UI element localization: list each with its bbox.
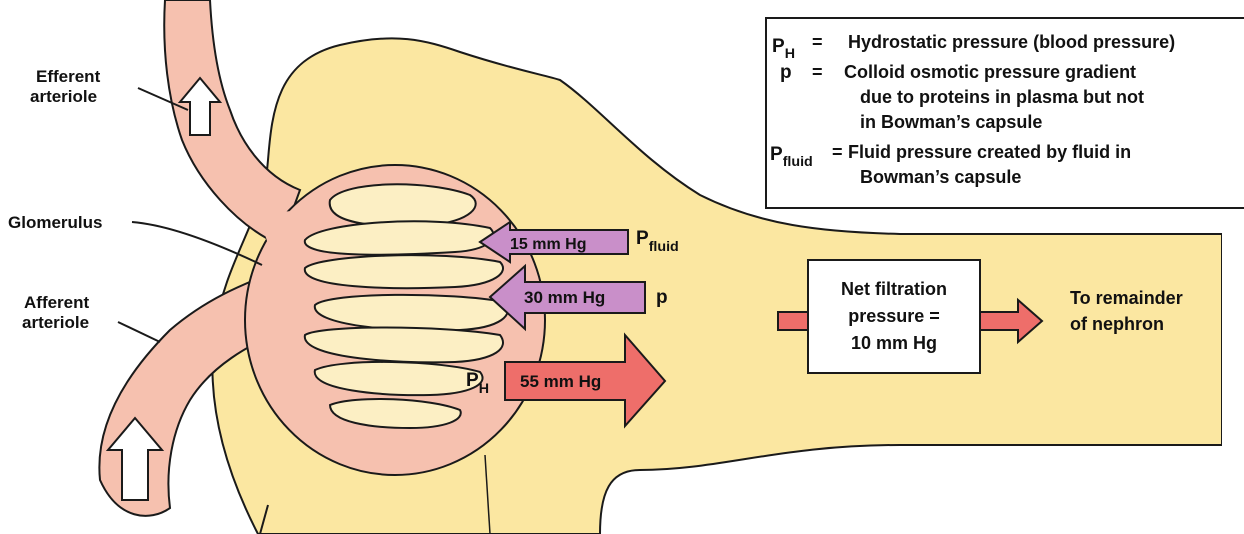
efferent-label-1: Efferent: [36, 67, 101, 86]
glomerulus-leader: [131, 221, 263, 266]
legend-p-text-1: Colloid osmotic pressure gradient: [844, 62, 1136, 82]
capillary-loop-7: [328, 397, 462, 430]
legend-ph-symbol: PH: [772, 36, 795, 62]
legend-p-symbol: p: [780, 62, 792, 83]
capillary-loop-5: [303, 326, 504, 364]
legend-ph-eq: =: [812, 32, 823, 52]
net-arrow-head: [979, 297, 1044, 345]
legend-pf-text-2: Bowman’s capsule: [860, 167, 1021, 187]
afferent-label-2: arteriole: [22, 313, 89, 332]
capillary-loop-1: [328, 183, 477, 227]
legend-p-text-3: in Bowman’s capsule: [860, 112, 1042, 132]
hydrostatic-pressure-value: 55 mm Hg: [520, 372, 601, 391]
glomerulus-label: Glomerulus: [8, 213, 102, 232]
to-remainder-line-1: To remainder: [1070, 288, 1183, 308]
legend-p-text-2: due to proteins in plasma but not: [860, 87, 1144, 107]
legend-pf-symbol: Pfluid: [770, 144, 813, 170]
hydrostatic-pressure-arrow: [504, 332, 667, 429]
colloid-pressure-value: 30 mm Hg: [524, 288, 605, 307]
to-remainder-line-2: of nephron: [1070, 314, 1164, 334]
capillary-loop-3: [303, 254, 504, 290]
net-filtration-box: [807, 259, 981, 374]
fluid-pressure-value: 15 mm Hg: [510, 236, 586, 253]
fluid-pressure-symbol: Pfluid: [636, 228, 679, 255]
efferent-leader: [137, 87, 189, 111]
efferent-label-2: arteriole: [30, 87, 97, 106]
net-filtration-line-1: Net filtration: [841, 279, 947, 299]
colloid-pressure-arrow: [488, 263, 646, 332]
legend-pf-text-1: Fluid pressure created by fluid in: [848, 142, 1131, 162]
afferent-leader: [117, 321, 161, 343]
hydrostatic-pressure-symbol: PH: [466, 370, 489, 397]
vessel-join: [255, 210, 300, 330]
capillary-loop-4: [313, 293, 509, 332]
fluid-pressure-arrow: [478, 220, 629, 264]
colloid-pressure-symbol: p: [656, 287, 668, 308]
afferent-label-1: Afferent: [24, 293, 90, 312]
afferent-flow-arrow: [105, 416, 165, 501]
legend-box: [765, 17, 1244, 209]
legend-p-eq: =: [812, 62, 823, 82]
capsule-bottom-marker-left: [259, 504, 269, 534]
net-arrow-tail: [777, 311, 809, 331]
capillary-loop-6: [313, 360, 484, 397]
legend-pf-eq: =: [832, 142, 843, 162]
capsule-bottom-marker-right: [484, 454, 491, 534]
net-filtration-line-3: 10 mm Hg: [851, 333, 937, 353]
legend-ph-text: Hydrostatic pressure (blood pressure): [848, 32, 1175, 52]
net-filtration-line-2: pressure =: [848, 306, 940, 326]
tubule-open-end: [1222, 230, 1244, 450]
efferent-flow-arrow: [177, 76, 223, 136]
